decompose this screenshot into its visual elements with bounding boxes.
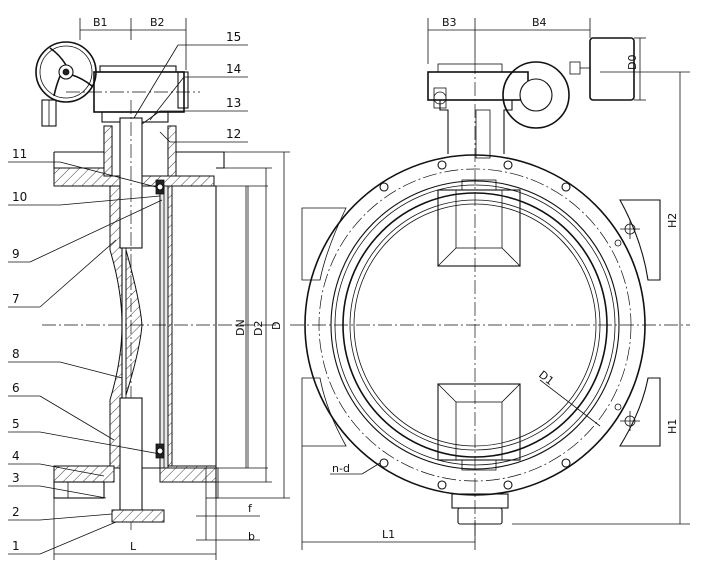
part-label-9: 9: [12, 247, 20, 261]
dim-d1: D1: [536, 368, 556, 388]
bolt-holes: [379, 160, 622, 490]
left-dimensions: B1 B2 DN D2 D L f b: [53, 16, 290, 560]
seat-ring: [167, 185, 268, 469]
dim-b4: B4: [532, 16, 547, 29]
part-label-2: 2: [12, 505, 20, 519]
part-label-1: 1: [12, 539, 20, 553]
part-label-4: 4: [12, 449, 20, 463]
part-label-8: 8: [12, 347, 20, 361]
dim-d2: D2: [252, 321, 265, 336]
part-label-15: 15: [226, 30, 241, 44]
part-label-6: 6: [12, 381, 20, 395]
part-label-13: 13: [226, 96, 241, 110]
dim-b1: B1: [93, 16, 108, 29]
handwheel: [35, 41, 97, 127]
dim-l1: L1: [382, 528, 395, 541]
part-label-5: 5: [12, 417, 20, 431]
dim-h1: H1: [666, 419, 679, 434]
dim-d: D: [270, 322, 283, 330]
part-label-10: 10: [12, 190, 27, 204]
section-view: [35, 41, 280, 530]
dim-nd: n-d: [332, 462, 350, 475]
disc-hub-bottom: [437, 383, 521, 471]
front-view: D1 n-d: [290, 37, 690, 540]
part-label-3: 3: [12, 471, 20, 485]
bottom-plug: [451, 493, 509, 509]
dim-b: b: [248, 530, 255, 543]
dim-dn: DN: [234, 319, 247, 336]
dim-l: L: [130, 540, 137, 553]
part-label-11: 11: [12, 147, 27, 161]
part-label-7: 7: [12, 292, 20, 306]
dim-d0: D0: [626, 55, 639, 70]
leader-lines: [8, 44, 248, 555]
actuator-front: [427, 37, 635, 159]
stem: [111, 100, 165, 530]
dim-b3: B3: [442, 16, 457, 29]
part-label-14: 14: [226, 62, 241, 76]
dim-b2: B2: [150, 16, 165, 29]
dim-f: f: [248, 502, 253, 515]
dim-h2: H2: [666, 213, 679, 228]
part-labels: 15 14 13 12 11 10 9 7 8 6 5 4 3 2 1: [12, 30, 241, 553]
disc-hub-top: [437, 179, 521, 267]
part-label-12: 12: [226, 127, 241, 141]
right-dimensions: B3 B4 D0 H2 H1 L1: [301, 16, 690, 550]
